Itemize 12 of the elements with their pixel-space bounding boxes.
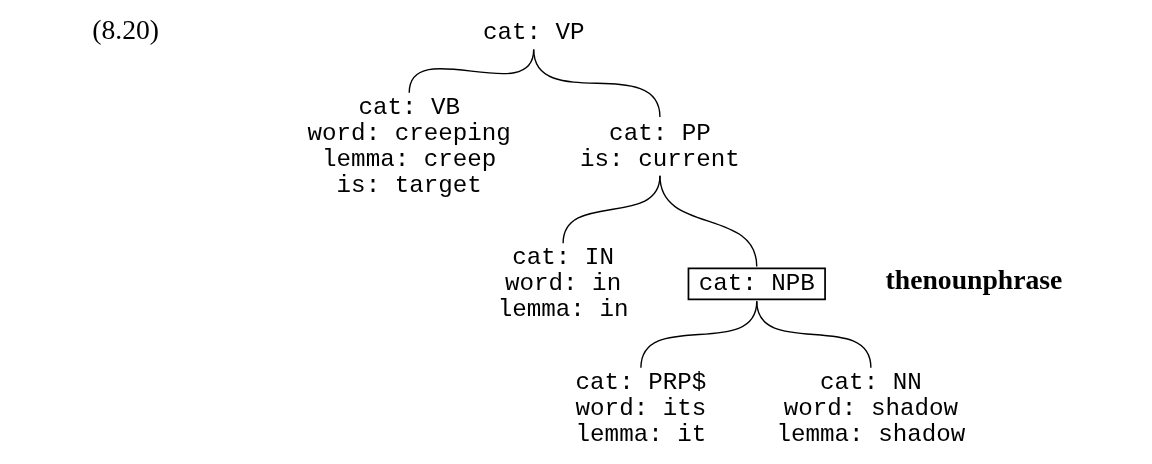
connector	[532, 48, 661, 118]
node-text: cat: NN word: shadow lemma: shadow	[776, 368, 965, 448]
connector	[658, 175, 757, 268]
node-text: cat: VP	[482, 18, 585, 46]
node-text: cat: VB word: creeping lemma: creep is: target	[307, 93, 511, 199]
node-text: cat: PRP$ word: its lemma: it	[575, 368, 706, 448]
label: (8.20)	[91, 13, 159, 45]
node-text: cat: PP is: current	[579, 119, 740, 173]
node-label: thenounphrase	[885, 263, 1062, 295]
node-box: cat: NPB	[687, 267, 826, 301]
connector	[755, 300, 872, 369]
node-text: cat: IN word: in lemma: in	[497, 244, 628, 324]
